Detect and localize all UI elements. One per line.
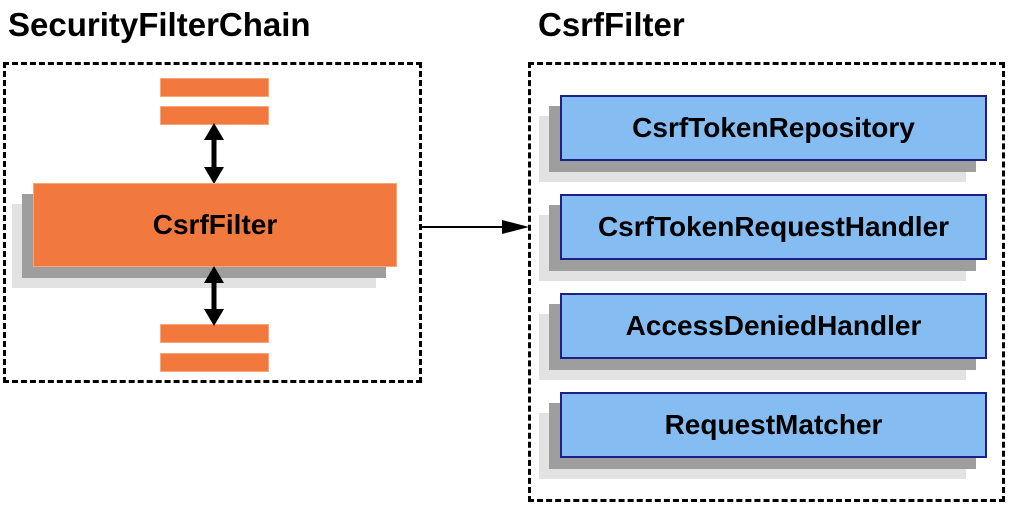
csrf-filter-box: CsrfFilter xyxy=(33,183,397,267)
security-filter-chain-title: SecurityFilterChain xyxy=(8,6,311,43)
box-csrf-token-repository: CsrfTokenRepository xyxy=(560,95,987,161)
security-filter-chain-container xyxy=(3,62,422,383)
flow-arrow-icon xyxy=(421,220,529,234)
box-access-denied-handler: AccessDeniedHandler xyxy=(560,293,987,359)
box-csrf-token-request-handler: CsrfTokenRequestHandler xyxy=(560,194,987,260)
filter-placeholder-bar-4 xyxy=(160,353,269,372)
bidirectional-arrow-bottom-icon xyxy=(204,266,224,326)
csrf-token-repository-label: CsrfTokenRepository xyxy=(632,112,915,143)
bidirectional-arrow-top-icon xyxy=(204,123,224,184)
csrf-token-request-handler-label: CsrfTokenRequestHandler xyxy=(597,211,950,242)
filter-placeholder-bar-1 xyxy=(160,78,269,97)
csrf-filter-container xyxy=(528,62,1005,502)
access-denied-handler-label: AccessDeniedHandler xyxy=(625,310,922,341)
filter-placeholder-bar-3 xyxy=(160,324,269,343)
box-request-matcher: RequestMatcher xyxy=(560,392,987,458)
csrf-filter-box-label: CsrfFilter xyxy=(152,209,278,240)
csrf-filter-title: CsrfFilter xyxy=(538,6,685,43)
request-matcher-label: RequestMatcher xyxy=(664,409,883,440)
